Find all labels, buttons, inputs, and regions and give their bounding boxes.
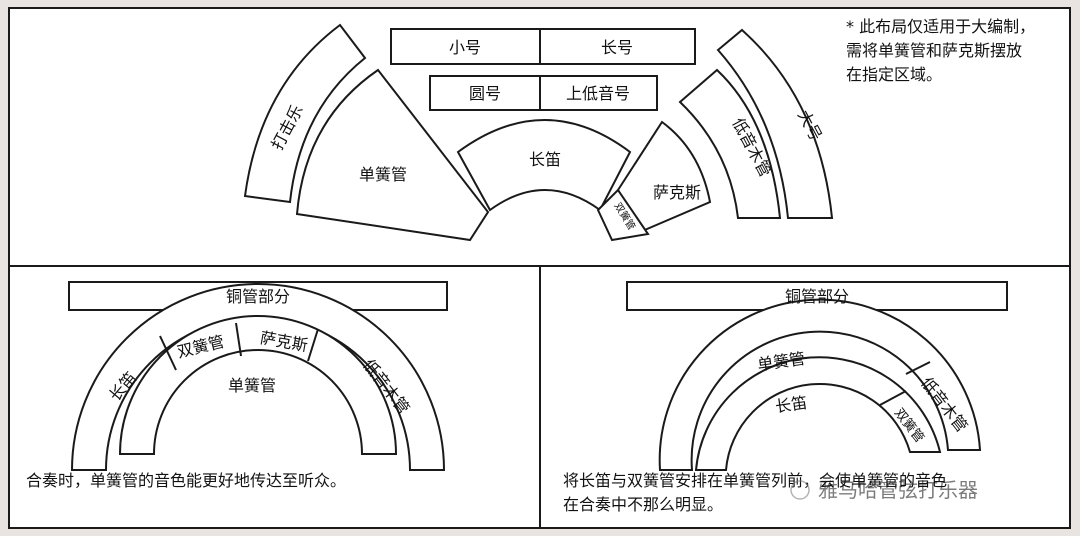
left-brass-label: 铜管部分 (226, 287, 290, 306)
note-line-3: 在指定区域。 (846, 65, 942, 84)
percussion-section (243, 23, 367, 204)
left-caption: 合奏时，单簧管的音色能更好地传达至听众。 (26, 471, 346, 490)
euphonium-label: 上低音号 (566, 84, 630, 103)
clarinet-section (295, 68, 490, 242)
horn-label: 圆号 (469, 84, 501, 103)
right-flute-label: 长笛 (774, 393, 808, 416)
saxophone-section (616, 120, 712, 234)
watermark-text: 雅马哈管弦打乐器 (818, 478, 978, 502)
trumpet-label: 小号 (449, 38, 481, 57)
right-caption: 将长笛与双簧管安排在单簧管列前，会使单簧管的音色 在合奏中不那么明显。 (563, 471, 947, 514)
horn-box (429, 75, 541, 111)
tuba-section (716, 28, 834, 219)
saxophone-label: 萨克斯 (653, 183, 701, 202)
low-woodwind-section (678, 68, 782, 219)
flute-section (456, 119, 632, 212)
right-brass-label: 铜管部分 (785, 287, 849, 306)
right-inner-band (694, 356, 942, 471)
note-line-2: 需将单簧管和萨克斯摆放 (846, 41, 1022, 60)
note-line-1: * 此布局仅适用于大编制， (846, 17, 1035, 36)
euphonium-box (539, 75, 658, 111)
left-clarinet-label: 单簧管 (228, 376, 276, 395)
top-note: * 此布局仅适用于大编制， 需将单簧管和萨克斯摆放 在指定区域。 (846, 17, 1035, 84)
trombone-box (539, 28, 696, 65)
clarinet-label: 单簧管 (359, 165, 407, 184)
right-caption-line-2: 在合奏中不那么明显。 (563, 495, 723, 514)
left-layout (68, 281, 448, 471)
watermark: 雅马哈管弦打乐器 (790, 478, 978, 502)
right-caption-line-1: 将长笛与双簧管安排在单簧管列前，会使单簧管的音色 (563, 471, 947, 490)
left-inner-band (118, 315, 398, 455)
top-layout (243, 23, 834, 242)
trombone-label: 长号 (601, 38, 633, 57)
flute-label: 长笛 (529, 150, 561, 169)
wechat-icon (790, 480, 810, 500)
right-outer-band (658, 298, 982, 471)
oboe-section (596, 188, 650, 242)
right-layout (626, 281, 1008, 471)
